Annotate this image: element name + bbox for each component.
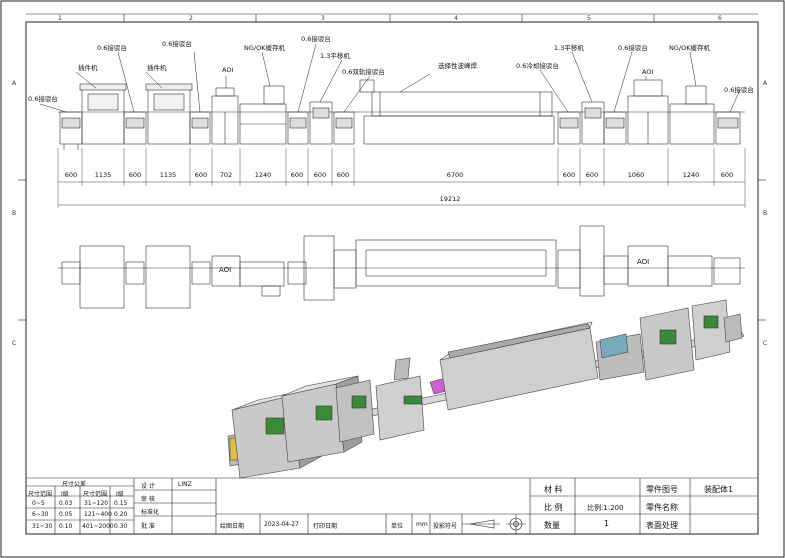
tol-header: 尺寸范围 <box>83 491 108 498</box>
dim-value: 600 <box>313 171 327 179</box>
surface-label: 表面处理 <box>646 521 678 530</box>
callout-transfer-1: 0.6接驳台 <box>28 95 58 103</box>
callout-aoi-2: AOI <box>642 68 654 76</box>
dim-value: 1240 <box>682 171 700 179</box>
callout-insertion-1: 插件机 <box>78 64 98 72</box>
unit-value: mm <box>416 521 428 528</box>
grid-row-c-left: C <box>12 340 17 347</box>
projection-label: 投影符号 <box>433 523 458 530</box>
tol-header: I级 <box>116 491 124 498</box>
grid-col-4: 4 <box>454 15 458 22</box>
callout-buffer-2: NG/OK缓存机 <box>669 44 710 52</box>
callout-insertion-2: 插件机 <box>147 64 167 72</box>
grid-row-b-right: B <box>763 210 768 217</box>
dim-value: 1135 <box>94 171 112 179</box>
part-no-value: 装配体1 <box>704 485 734 494</box>
dim-value: 600 <box>128 171 142 179</box>
grid-col-6: 6 <box>718 15 722 22</box>
tol-cell: 401~2000 <box>82 523 114 530</box>
callout-aoi-1: AOI <box>222 66 234 74</box>
part-no-label: 零件图号 <box>646 485 678 494</box>
dim-value: 600 <box>720 171 734 179</box>
grid-row-a-left: A <box>12 80 17 87</box>
dim-value: 1240 <box>254 171 272 179</box>
plan-aoi-right: AOI <box>637 258 650 266</box>
tol-cell: 31~30 <box>32 523 53 530</box>
dim-value: 6700 <box>446 171 464 179</box>
dim-value: 1135 <box>159 171 177 179</box>
designer-name: LINZ <box>178 481 192 488</box>
dim-value: 600 <box>585 171 599 179</box>
callout-shuttle-2: 1.3平移机 <box>554 44 584 52</box>
print-date-label: 打印日期 <box>313 523 338 530</box>
grid-col-2: 2 <box>189 15 193 22</box>
role-reviewer-label: 审 核 <box>141 496 155 503</box>
unit-label: 单位 <box>391 523 404 530</box>
qty-label: 数量 <box>544 521 560 530</box>
grid-row-a-right: A <box>763 80 768 87</box>
tol-cell: 0.30 <box>114 523 128 530</box>
tolerance-title: 尺寸公差 <box>62 481 87 488</box>
role-standardization-label: 标准化 <box>141 509 160 516</box>
dim-total-length: 19212 <box>439 195 461 203</box>
dim-value: 600 <box>64 171 78 179</box>
tol-cell: 0.05 <box>59 511 73 518</box>
callout-shuttle-1: 1.3平移机 <box>320 52 350 60</box>
part-name-label: 零件名称 <box>646 503 678 512</box>
tol-cell: 6~30 <box>32 511 49 518</box>
material-label: 材 料 <box>544 485 563 494</box>
callout-transfer-4: 0.6接驳台 <box>301 35 331 43</box>
grid-col-1: 1 <box>58 15 62 22</box>
ratio-value: 比例:1:200 <box>587 504 624 512</box>
ratio-label: 比 例 <box>544 503 563 512</box>
dim-value: 600 <box>290 171 304 179</box>
grid-col-3: 3 <box>321 15 325 22</box>
dim-value: 1060 <box>627 171 645 179</box>
callout-buffer-1: NG/OK缓存机 <box>244 44 285 52</box>
callout-transfer-5: 0.6接驳台 <box>618 44 648 52</box>
dim-value: 702 <box>219 171 233 179</box>
tol-cell: 31~120 <box>84 500 109 507</box>
qty-value: 1 <box>604 519 610 528</box>
plan-aoi-left: AOI <box>219 266 232 274</box>
tol-header: 尺寸范围 <box>28 491 53 498</box>
tol-cell: 0.10 <box>59 523 73 530</box>
callout-wave-solder: 选择性波峰焊 <box>438 62 477 70</box>
callout-transfer-2: 0.6接驳台 <box>97 44 127 52</box>
callout-transfer-6: 0.6接驳台 <box>724 86 754 94</box>
callout-transfer-3: 0.6接驳台 <box>162 40 192 48</box>
dim-value: 600 <box>336 171 350 179</box>
grid-row-b-left: B <box>12 210 17 217</box>
role-designer-label: 设 计 <box>141 483 155 490</box>
tol-cell: 0.15 <box>114 500 128 507</box>
tol-cell: 0~5 <box>32 500 45 507</box>
drawing-date-label: 绘图日期 <box>220 523 245 530</box>
tol-cell: 121~400 <box>84 511 112 518</box>
tol-cell: 0.03 <box>59 500 73 507</box>
tol-cell: 0.20 <box>114 511 128 518</box>
callout-dual-transfer: 0.6双轨接驳台 <box>342 68 385 76</box>
callout-cooling-transfer: 0.6冷却接驳台 <box>516 62 559 70</box>
dim-value: 600 <box>194 171 208 179</box>
grid-row-c-right: C <box>763 340 768 347</box>
dim-value: 600 <box>562 171 576 179</box>
role-approver-label: 批 准 <box>141 523 155 530</box>
drawing-date: 2023-04-27 <box>264 521 299 528</box>
grid-col-5: 5 <box>587 15 591 22</box>
tol-header: I级 <box>61 491 69 498</box>
